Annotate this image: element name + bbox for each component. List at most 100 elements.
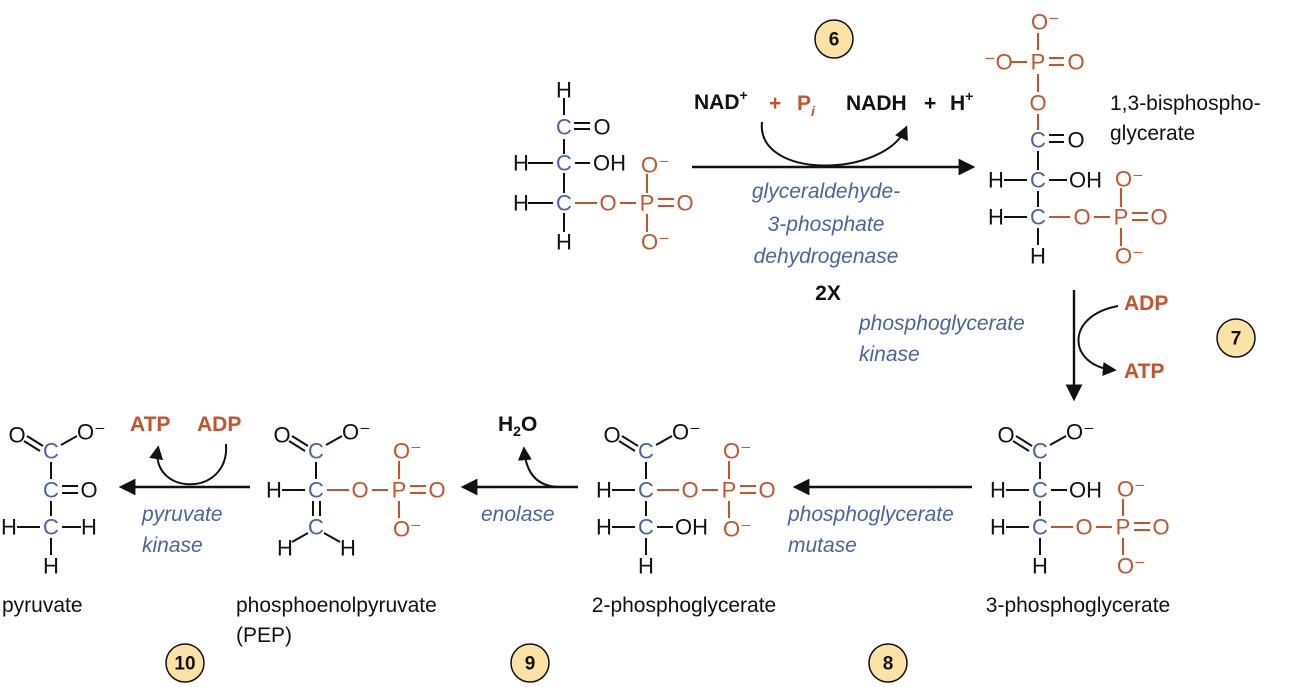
- enzyme-pgm-line1: phosphoglycerate: [787, 503, 954, 526]
- nad-plus-label: NAD+: [694, 87, 748, 114]
- atom-h: H: [81, 515, 97, 540]
- atom-c: C: [638, 478, 654, 503]
- multiplier-label: 2X: [815, 282, 841, 305]
- atom-o: O: [1075, 515, 1092, 540]
- atom-p: P: [1116, 515, 1131, 540]
- enzyme-pk-line2: kinase: [142, 534, 203, 557]
- step-6-badge: [814, 19, 854, 59]
- step-9-badge: [510, 643, 550, 683]
- atom-o: O: [599, 191, 616, 216]
- atom-o: O: [997, 423, 1014, 448]
- enzyme-gapdh-line3: dehydrogenase: [754, 245, 899, 268]
- step-10-number: 10: [174, 654, 195, 675]
- adp-label: ADP: [1124, 292, 1168, 315]
- atom-h: H: [513, 151, 529, 176]
- atom-o: O: [351, 478, 368, 503]
- atom-o-minus: O⁻: [393, 439, 422, 464]
- atom-o: O: [1073, 205, 1090, 230]
- enzyme-gapdh-line2: 3-phosphate: [768, 213, 885, 236]
- enzyme-pk-line1: pyruvate: [141, 503, 223, 526]
- atom-o: O: [1152, 515, 1169, 540]
- step-10-reaction: ATP ADP pyruvate kinase 10: [118, 413, 250, 683]
- atom-c: C: [1032, 439, 1048, 464]
- phosphoenolpyruvate-structure: O O⁻ C H C O P O O⁻ O⁻ C H H phosphoenol…: [236, 420, 446, 648]
- atom-h: H: [1030, 244, 1046, 269]
- step-8-reaction: phosphoglycerate mutase 8: [787, 478, 972, 683]
- atom-c: C: [43, 478, 59, 503]
- atom-o-minus: O⁻: [1066, 420, 1095, 445]
- step-7-reaction: ADP ATP phosphoglycerate kinase 7: [858, 290, 1256, 402]
- atom-c: C: [1030, 205, 1046, 230]
- atom-o-minus: O⁻: [641, 153, 670, 178]
- step-7-number: 7: [1231, 329, 1242, 350]
- bisphosphoglycerate-structure: O⁻ ⁻O P O O C O H C OH H C O P O O⁻ O⁻ H…: [984, 10, 1261, 269]
- enzyme-gapdh-line1: glyceraldehyde-: [752, 180, 900, 203]
- atom-c: C: [1030, 128, 1046, 153]
- atom-c: C: [308, 478, 324, 503]
- atp-label: ATP: [1124, 360, 1164, 383]
- glyceraldehyde-3-phosphate-structure: H C O H C OH H C O P O O⁻ O⁻ H: [513, 78, 694, 255]
- atom-c: C: [43, 515, 59, 540]
- cofactor-curve-arrow: [760, 121, 908, 167]
- atom-c: C: [1032, 478, 1048, 503]
- atom-h: H: [556, 230, 572, 255]
- atom-h: H: [266, 478, 282, 503]
- atom-c: C: [638, 515, 654, 540]
- atom-o: O: [758, 478, 775, 503]
- atom-o-minus: O⁻: [641, 230, 670, 255]
- nadh-label: NADH: [846, 92, 907, 115]
- compound-label-bpg-line1: 1,3-bisphospho-: [1110, 92, 1261, 115]
- atom-o: O: [603, 423, 620, 448]
- atom-h: H: [596, 515, 612, 540]
- atom-o-minus: O⁻: [393, 517, 422, 542]
- atom-h: H: [1, 515, 17, 540]
- atom-o: O: [1067, 128, 1084, 153]
- step-9-reaction: H2O enolase 9: [460, 413, 578, 683]
- atom-h: H: [513, 191, 529, 216]
- adp-label: ADP: [197, 413, 241, 436]
- atom-h: H: [1032, 554, 1048, 579]
- step-8-number: 8: [883, 654, 894, 675]
- step-6-reaction: NAD+ + Pi NADH + H+ glyceraldehyde- 3-ph…: [692, 19, 976, 305]
- atom-c: C: [1030, 168, 1046, 193]
- inorganic-phosphate-label: Pi: [797, 92, 816, 119]
- atom-o-minus: O⁻: [1117, 477, 1146, 502]
- atom-p: P: [722, 478, 737, 503]
- atom-p: P: [392, 478, 407, 503]
- atom-o: O: [1150, 205, 1167, 230]
- atom-c: C: [638, 439, 654, 464]
- atom-o-minus: O⁻: [77, 420, 106, 445]
- atom-o: O: [593, 115, 610, 140]
- atom-o-minus: O⁻: [723, 517, 752, 542]
- step-8-badge: [868, 643, 908, 683]
- atom-h: H: [988, 205, 1004, 230]
- atom-o-minus: O⁻: [723, 439, 752, 464]
- compound-label-pyruvate: pyruvate: [2, 594, 83, 617]
- plus-sign: +: [769, 92, 781, 115]
- compound-label-pep-line1: phosphoenolpyruvate: [236, 594, 437, 617]
- atom-o: O: [428, 478, 445, 503]
- atom-oh: OH: [593, 151, 626, 176]
- atom-c: C: [556, 151, 572, 176]
- atom-oh: OH: [675, 515, 708, 540]
- atom-o: O: [8, 423, 25, 448]
- atom-h: H: [556, 78, 572, 103]
- 3-phosphoglycerate-structure: O O⁻ C H C OH H C O P O O⁻ O⁻ H 3-phosph…: [986, 420, 1170, 618]
- compound-label-3pg: 3-phosphoglycerate: [986, 594, 1170, 617]
- atom-oh: OH: [1069, 478, 1102, 503]
- hydrogen-ion-label: H+: [950, 88, 973, 115]
- cofactor-curve-arrow: [149, 443, 228, 486]
- water-label: H2O: [498, 413, 537, 439]
- atom-o-minus: O⁻: [1115, 167, 1144, 192]
- atom-c: C: [43, 439, 59, 464]
- step-6-number: 6: [829, 30, 840, 51]
- atom-h: H: [596, 478, 612, 503]
- atom-oh: OH: [1069, 168, 1102, 193]
- atom-c: C: [556, 191, 572, 216]
- atom-h: H: [43, 554, 59, 579]
- atom-p: P: [1031, 50, 1046, 75]
- atom-c: C: [308, 515, 324, 540]
- atom-minus-o: ⁻O: [984, 50, 1013, 75]
- enzyme-enolase: enolase: [481, 503, 555, 526]
